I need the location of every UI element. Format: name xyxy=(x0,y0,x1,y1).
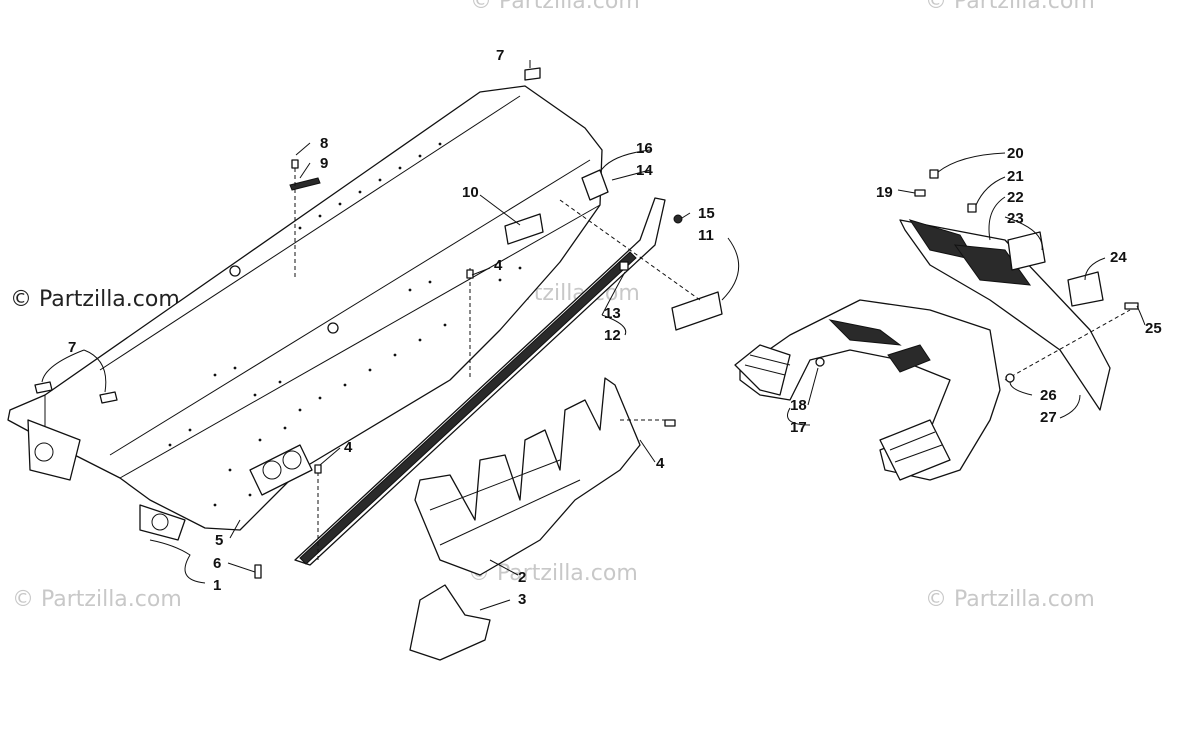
nut-18[interactable] xyxy=(815,357,825,367)
callout-3[interactable]: 3 xyxy=(518,591,526,608)
callout-18[interactable]: 18 xyxy=(790,397,807,414)
callout-24[interactable]: 24 xyxy=(1110,249,1127,266)
callout-20[interactable]: 20 xyxy=(1007,145,1024,162)
bolt-21[interactable] xyxy=(967,203,977,213)
rail-part[interactable] xyxy=(294,197,666,566)
callout-13[interactable]: 13 xyxy=(604,305,621,322)
watermark-bottom-right: © Partzilla.com xyxy=(925,587,1095,612)
callout-2[interactable]: 2 xyxy=(518,569,526,586)
snow-flap-part[interactable] xyxy=(414,377,641,576)
callout-7-top[interactable]: 7 xyxy=(496,47,504,64)
callout-10[interactable]: 10 xyxy=(462,184,479,201)
callout-9[interactable]: 9 xyxy=(320,155,328,172)
bolt-4-top[interactable] xyxy=(466,269,474,279)
callout-7-left[interactable]: 7 xyxy=(68,339,76,356)
tunnel-part[interactable] xyxy=(7,85,603,541)
callout-21[interactable]: 21 xyxy=(1007,168,1024,185)
leader-lines xyxy=(41,60,1146,611)
callout-11[interactable]: 11 xyxy=(698,227,714,244)
callout-4-right[interactable]: 4 xyxy=(656,455,665,472)
callout-27[interactable]: 27 xyxy=(1040,409,1057,426)
bracket-part[interactable] xyxy=(409,584,491,661)
callout-8[interactable]: 8 xyxy=(320,135,328,152)
callout-19[interactable]: 19 xyxy=(876,184,893,201)
decal-24-part[interactable] xyxy=(1067,271,1104,307)
callout-4-top[interactable]: 4 xyxy=(494,257,503,274)
watermark-top-center: © Partzilla.com xyxy=(470,0,640,14)
hardware-line-10 xyxy=(559,199,701,301)
watermark-top-right: © Partzilla.com xyxy=(925,0,1095,14)
bolt-6[interactable] xyxy=(254,564,262,579)
decal-7-left-a[interactable] xyxy=(34,381,53,394)
callout-17[interactable]: 17 xyxy=(790,419,807,436)
bolt-4-right[interactable] xyxy=(664,419,676,427)
callout-12[interactable]: 12 xyxy=(604,327,621,344)
decal-23-part[interactable] xyxy=(1007,231,1046,271)
bolt-4-mid[interactable] xyxy=(314,464,322,474)
bolt-25[interactable] xyxy=(1124,302,1139,310)
rear-bumper-part[interactable] xyxy=(734,299,1001,481)
watermark-bottom-left: © Partzilla.com xyxy=(12,587,182,612)
callout-25[interactable]: 25 xyxy=(1145,320,1162,337)
hardware-line-25 xyxy=(1004,309,1131,381)
callout-1[interactable]: 1 xyxy=(213,577,221,594)
reflector-part[interactable] xyxy=(671,291,723,331)
rear-flap-part[interactable] xyxy=(899,219,1111,411)
bolt-20[interactable] xyxy=(929,169,939,179)
callout-23[interactable]: 23 xyxy=(1007,210,1024,227)
bolt-8[interactable] xyxy=(291,159,299,169)
callout-5[interactable]: 5 xyxy=(215,532,223,549)
decal-7-left-b[interactable] xyxy=(99,391,118,404)
nut-26[interactable] xyxy=(1005,373,1015,383)
brace-16-part[interactable] xyxy=(581,169,609,201)
callout-6[interactable]: 6 xyxy=(213,555,221,572)
callout-26[interactable]: 26 xyxy=(1040,387,1057,404)
bolt-19[interactable] xyxy=(914,189,926,197)
decal-9-part[interactable] xyxy=(289,177,321,191)
decal-7-top[interactable] xyxy=(524,67,541,81)
heat-plate-part[interactable] xyxy=(249,444,313,496)
bolt-13[interactable] xyxy=(619,261,629,271)
callout-15[interactable]: 15 xyxy=(698,205,715,222)
nut-15-part[interactable] xyxy=(673,214,683,224)
callout-22[interactable]: 22 xyxy=(1007,189,1024,206)
copyright-notice: © Partzilla.com xyxy=(10,287,180,312)
callout-16[interactable]: 16 xyxy=(636,140,653,157)
tunnel-rivets xyxy=(168,142,522,507)
callout-14[interactable]: 14 xyxy=(636,162,653,179)
callout-4-mid[interactable]: 4 xyxy=(344,439,353,456)
